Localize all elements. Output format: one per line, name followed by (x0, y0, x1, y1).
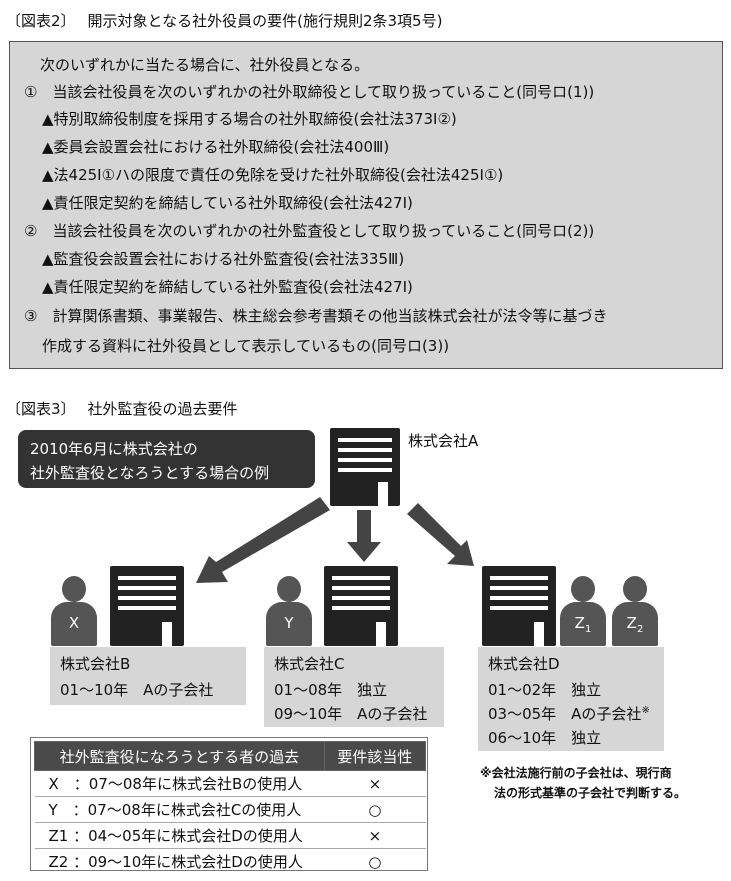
table-cell-mark: ○ (368, 852, 382, 871)
table-cell-mark: ○ (324, 796, 426, 823)
req-sub-2a: ▲監査役会設置会社における社外監査役(会社法335Ⅲ) (42, 250, 405, 268)
req-item-1: ① 当該会社役員を次のいずれかの社外取締役として取り扱っていること(同号ロ(1)… (24, 83, 595, 101)
company-d-box: 株式会社D 01〜02年 独立 03〜05年 Aの子会社※ 06〜10年 独立 (478, 647, 664, 751)
table-row: X ：07〜08年に株式会社Bの使用人 × (34, 770, 426, 797)
table-cell-mark: × (324, 770, 426, 797)
figure2-title-text: 開示対象となる社外役員の要件(施行規則2条3項5号) (87, 12, 443, 30)
past-requirements-table: 社外監査役になろうとする者の過去 要件該当性 X ：07〜08年に株式会社Bの使… (34, 741, 427, 875)
figure2-title: 〔図表2〕開示対象となる社外役員の要件(施行規則2条3項5号) (6, 10, 442, 31)
example-callout: 2010年6月に株式会社の 社外監査役となろうとする場合の例 (18, 430, 315, 488)
company-a-building-icon (330, 428, 400, 506)
table-cell-mark: × (324, 822, 426, 849)
callout-line-2: 社外監査役となろうとする場合の例 (30, 464, 270, 482)
person-z1-icon: Z1 (560, 576, 606, 646)
table-cell-desc: X ：07〜08年に株式会社Bの使用人 (34, 770, 325, 797)
table-cell-desc: Z1 ：04〜05年に株式会社Dの使用人 (34, 822, 325, 849)
figure3-label: 〔図表3〕 (6, 400, 76, 418)
person-z1-label: Z1 (574, 614, 592, 635)
company-c-row-2: 09〜10年 Aの子会社 (274, 705, 428, 723)
company-c-box: 株式会社C 01〜08年 独立 09〜10年 Aの子会社 (264, 647, 444, 727)
company-b-building-icon (110, 566, 184, 646)
req-item-2: ② 当該会社役員を次のいずれかの社外監査役として取り扱っていること(同号ロ(2)… (24, 222, 595, 240)
figure3-title-text: 社外監査役の過去要件 (87, 400, 238, 418)
company-d-note-mark: ※ (641, 705, 650, 716)
requirements-box: 次のいずれかに当たる場合に、社外役員となる。 ① 当該会社役員を次のいずれかの社… (9, 41, 723, 369)
company-c-building-icon (324, 566, 398, 646)
company-c-name: 株式会社C (274, 655, 345, 673)
company-b-row-1: 01〜10年 Aの子会社 (60, 681, 214, 699)
note-line-1: ※会社法施行前の子会社は、現行商 (480, 766, 672, 780)
callout-line-1: 2010年6月に株式会社の (30, 440, 198, 458)
table-row: Z2 ：09〜10年に株式会社Dの使用人 ○ (35, 849, 426, 875)
req-sub-1d: ▲責任限定契約を締結している社外取締役(会社法427Ⅰ) (42, 194, 413, 212)
company-d-row-1: 01〜02年 独立 (488, 681, 602, 699)
req-item-3: ③ 計算関係書類、事業報告、株主総会参考書類その他当該株式会社が法令等に基づき (24, 307, 608, 325)
past-table-frame (30, 737, 428, 871)
table-row: Z1 ：04〜05年に株式会社Dの使用人 × (34, 822, 426, 849)
table-row: Y ：07〜08年に株式会社Cの使用人 ○ (34, 796, 426, 823)
company-c-row-1: 01〜08年 独立 (274, 681, 388, 699)
company-d-name: 株式会社D (488, 655, 560, 673)
table-header-past: 社外監査役になろうとする者の過去 (34, 741, 325, 771)
company-b-name: 株式会社B (60, 655, 131, 673)
person-y-icon: Y (266, 576, 312, 646)
person-x-icon: X (51, 576, 97, 646)
table-header-eligibility: 要件該当性 (323, 741, 427, 771)
arrow-to-d (407, 503, 474, 566)
person-z2-label: Z2 (626, 614, 644, 635)
company-b-box: 株式会社B 01〜10年 Aの子会社 (50, 647, 246, 705)
figure3-title: 〔図表3〕社外監査役の過去要件 (6, 398, 238, 419)
company-d-row-3: 06〜10年 独立 (488, 729, 602, 747)
person-x-label: X (68, 614, 80, 632)
figure2-label: 〔図表2〕 (6, 12, 76, 30)
person-z2-icon: Z2 (612, 576, 658, 646)
req-item-3-cont: 作成する資料に社外役員として表示しているもの(同号ロ(3)) (42, 337, 450, 355)
req-sub-2b: ▲責任限定契約を締結している社外監査役(会社法427Ⅰ) (42, 278, 413, 296)
table-cell-desc: Z2 ：09〜10年に株式会社Dの使用人 (48, 853, 303, 871)
req-sub-1b: ▲委員会設置会社における社外取締役(会社法400Ⅲ) (42, 138, 390, 156)
company-d-building-icon (482, 566, 556, 646)
arrow-to-c (347, 510, 381, 562)
company-d-row-2: 03〜05年 Aの子会社※ (488, 705, 650, 723)
table-cell-desc: Y ：07〜08年に株式会社Cの使用人 (34, 796, 325, 823)
req-intro: 次のいずれかに当たる場合に、社外役員となる。 (40, 56, 370, 74)
person-y-label: Y (284, 614, 294, 632)
note-line-2: 法の形式基準の子会社で判断する。 (494, 786, 687, 800)
req-sub-1a: ▲特別取締役制度を採用する場合の社外取締役(会社法373Ⅰ②) (42, 110, 457, 128)
arrow-to-b (196, 497, 330, 583)
req-sub-1c: ▲法425Ⅰ①ハの限度で責任の免除を受けた社外取締役(会社法425Ⅰ①) (42, 166, 504, 184)
company-a-label: 株式会社A (408, 432, 479, 450)
